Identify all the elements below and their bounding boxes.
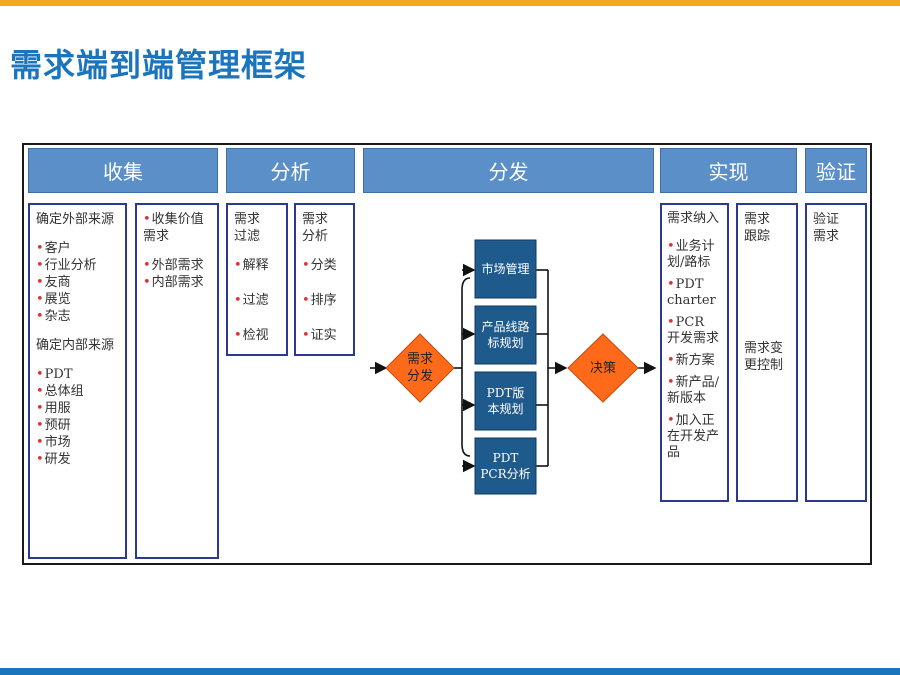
header-collect: 收集 bbox=[28, 148, 218, 193]
change-control-label: 需求变更控制 bbox=[744, 341, 784, 373]
header-implement: 实现 bbox=[660, 148, 797, 193]
list-item: •检视 bbox=[234, 328, 269, 343]
filter-column: 需求过滤 •解释 •过滤 •检视 bbox=[226, 203, 288, 356]
external-sources-title: 确定外部来源 bbox=[36, 212, 115, 227]
header-distribute: 分发 bbox=[363, 148, 654, 193]
list-item: •过滤 bbox=[234, 293, 269, 308]
list-item: •排序 bbox=[302, 293, 337, 308]
list-item: •外部需求 bbox=[143, 258, 204, 273]
list-item: •PCR bbox=[667, 315, 705, 330]
top-accent-bar bbox=[0, 0, 900, 6]
list-item: •总体组 bbox=[36, 384, 84, 399]
distribute-node-label: 需求分发 bbox=[406, 352, 433, 384]
target-box-3 bbox=[474, 371, 537, 431]
list-item: •PDT charter bbox=[667, 277, 716, 308]
internal-sources-title: 确定内部来源 bbox=[36, 338, 115, 353]
list-item: •解释 bbox=[234, 258, 269, 273]
list-item: •预研 bbox=[36, 418, 71, 433]
list-item: •行业分析 bbox=[36, 258, 97, 273]
target-2-label: 产品线路标规划 bbox=[481, 320, 530, 350]
list-item: •杂志 bbox=[36, 309, 71, 324]
target-4-label: PDT PCR分析 bbox=[480, 451, 531, 481]
list-item: •内部需求 bbox=[143, 275, 204, 290]
list-item: •友商 bbox=[36, 275, 71, 290]
implement-column: 需求纳入 •业务计划/路标 •PDT charter •PCR 开发需求 •新方… bbox=[660, 203, 729, 502]
list-item: •研发 bbox=[36, 452, 71, 467]
list-item: •PDT bbox=[36, 367, 73, 382]
target-box-4 bbox=[474, 437, 537, 495]
list-item: •展览 bbox=[36, 292, 71, 307]
distribute-diamond bbox=[385, 333, 455, 403]
analysis-title: 需求分析 bbox=[302, 212, 329, 244]
verify-column: 验证需求 bbox=[805, 203, 867, 502]
list-item: •新方案 bbox=[667, 353, 715, 368]
target-box-1 bbox=[474, 239, 537, 299]
list-item: •分类 bbox=[302, 258, 337, 273]
target-1-label: 市场管理 bbox=[481, 262, 530, 276]
tracking-title: 需求跟踪 bbox=[744, 212, 771, 244]
value-requirements-column: •收集价值需求 •外部需求 •内部需求 bbox=[135, 203, 219, 559]
verify-title: 验证需求 bbox=[813, 212, 840, 244]
target-3-label: PDT版本规划 bbox=[486, 386, 525, 416]
sources-column: 确定外部来源 •客户 •行业分析 •友商 •展览 •杂志 确定内部来源 •PDT… bbox=[28, 203, 127, 559]
list-item: 开发需求 bbox=[667, 331, 720, 346]
list-item: •加入正在开发产品 bbox=[667, 413, 720, 460]
left-bracket bbox=[461, 277, 471, 457]
list-item: •证实 bbox=[302, 328, 337, 343]
slide-title: 需求端到端管理框架 bbox=[10, 46, 308, 84]
target-box-2 bbox=[474, 305, 537, 365]
list-item: •市场 bbox=[36, 435, 71, 450]
header-analyze: 分析 bbox=[226, 148, 355, 193]
decision-node-label: 决策 bbox=[589, 360, 616, 376]
list-item: •新产品/新版本 bbox=[667, 375, 720, 406]
decision-diamond bbox=[567, 333, 639, 403]
filter-title: 需求过滤 bbox=[234, 212, 261, 244]
list-item: •用服 bbox=[36, 401, 71, 416]
bottom-accent-bar bbox=[0, 668, 900, 675]
list-item: •客户 bbox=[36, 241, 71, 256]
analysis-column: 需求分析 •分类 •排序 •证实 bbox=[294, 203, 355, 356]
list-item: •收集价值需求 bbox=[143, 212, 204, 244]
tracking-column: 需求跟踪 需求变更控制 bbox=[736, 203, 798, 502]
implement-title: 需求纳入 bbox=[667, 211, 720, 226]
header-verify: 验证 bbox=[805, 148, 867, 193]
list-item: •业务计划/路标 bbox=[667, 239, 715, 270]
